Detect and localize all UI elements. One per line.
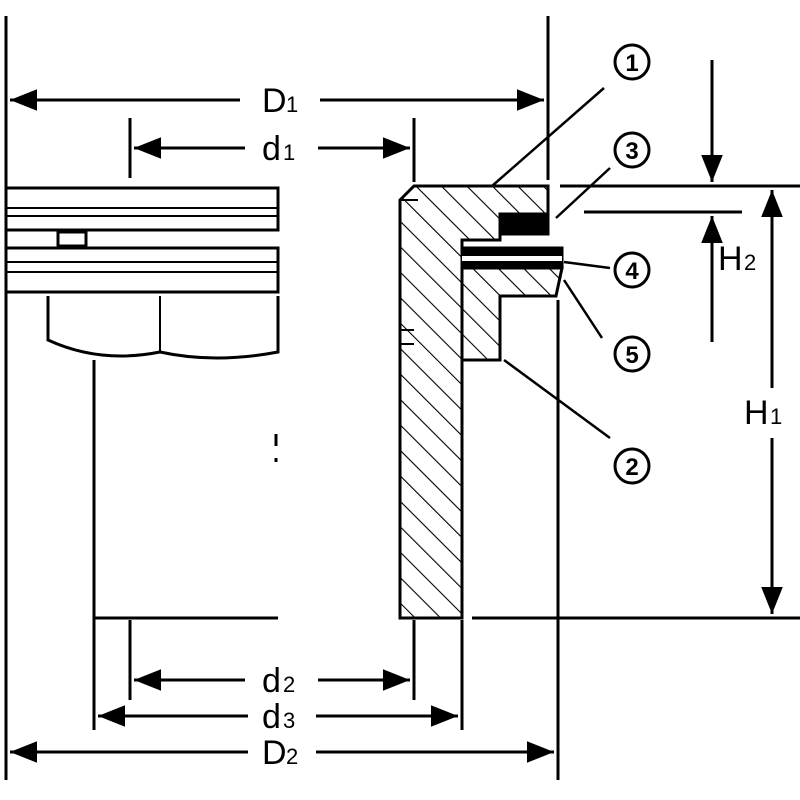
nut-section <box>460 266 564 362</box>
label-d3-sub: 3 <box>283 708 295 733</box>
label-D1-sub: 1 <box>286 92 298 117</box>
callout-circle-3 <box>613 131 651 169</box>
callout-1: 1 <box>625 50 638 77</box>
dimension-lines <box>10 60 783 763</box>
left-exterior-view <box>4 186 280 620</box>
right-section-view <box>398 184 564 620</box>
label-D2-sub: 2 <box>286 744 298 769</box>
callout-circle-1 <box>613 43 651 81</box>
callout-2: 2 <box>625 454 638 481</box>
callout-circle-5 <box>613 335 651 373</box>
leader-4 <box>563 260 611 270</box>
label-H2: H <box>718 240 743 278</box>
callout-3: 3 <box>625 138 638 165</box>
label-d2: d <box>262 662 281 700</box>
callout-circle-2 <box>613 447 651 485</box>
callout-4: 4 <box>625 258 639 285</box>
seal-3 <box>498 212 550 236</box>
callout-5: 5 <box>625 342 638 369</box>
hex-nut <box>46 296 280 360</box>
label-H1-sub: 1 <box>770 404 782 429</box>
leader-2 <box>503 358 611 440</box>
dimension-labels: D 1 d 1 d 2 d 3 D 2 H 1 H 2 <box>262 82 782 772</box>
leader-lines <box>491 87 611 440</box>
clamp-plate <box>4 246 280 294</box>
extension-lines <box>4 16 800 780</box>
leader-1 <box>491 87 605 187</box>
label-d2-sub: 2 <box>283 672 295 697</box>
callout-circle-4 <box>613 251 651 289</box>
label-d1-sub: 1 <box>283 140 295 165</box>
label-D2: D <box>262 734 287 772</box>
leader-3 <box>555 167 611 219</box>
callouts: 1 3 4 5 2 <box>613 43 651 485</box>
stud <box>56 230 88 248</box>
label-d1: d <box>262 130 281 168</box>
label-d3: d <box>262 698 281 736</box>
label-D1: D <box>262 82 287 120</box>
label-H2-sub: 2 <box>744 250 756 275</box>
leader-5 <box>562 279 604 339</box>
label-H1: H <box>744 394 769 432</box>
